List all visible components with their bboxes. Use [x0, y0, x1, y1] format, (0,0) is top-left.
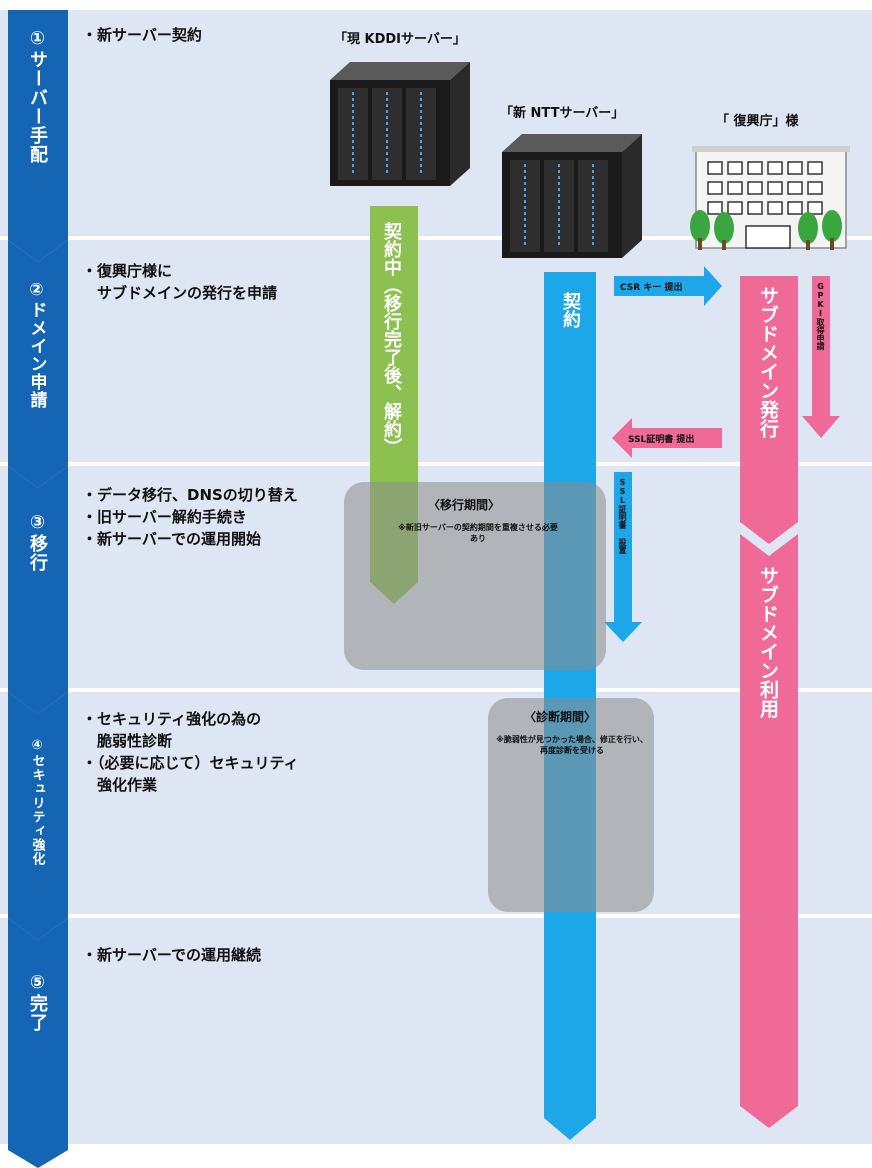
ssl-submit-arrow: [612, 418, 722, 458]
step-label-5: ⑤完了: [27, 972, 48, 1032]
building-icon: [690, 146, 850, 250]
subdomain-issue-text: サブドメイン発行: [757, 286, 779, 438]
migration-period-note: ※新旧サーバーの契約期間を重複させる必要あり: [398, 523, 558, 543]
ssl-submit-arrow-label: SSL証明書 提出: [628, 435, 695, 445]
step-label-4: ④セキュリティ強化: [29, 738, 45, 866]
step-chevron-1: [8, 10, 68, 262]
band-5: [0, 918, 872, 1144]
bullet: ・セキュリティ強化の為の: [82, 710, 262, 728]
step-chevron-2: [8, 240, 68, 488]
old-server-bar-text: 契約中（移行完了後、解約）: [381, 222, 402, 456]
new-server-bar-text: 契約: [560, 292, 581, 328]
bullet: サブドメインの発行を申請: [82, 284, 278, 302]
ssl-install-arrow: [604, 472, 642, 642]
step-chevron-4: [8, 692, 68, 940]
bullet: ・データ移行、DNSの切り替え: [82, 486, 298, 504]
diagnosis-period-title: 〈診断期間〉: [524, 710, 597, 724]
migration-period-box: [344, 482, 606, 670]
new-server-icon: [502, 134, 642, 258]
diagnosis-period-note: ※脆弱性が見つかった場合、修正を行い、再度診断を受ける: [496, 735, 648, 755]
bullet: 脆弱性診断: [82, 732, 173, 750]
band-4: [0, 692, 872, 914]
step-1-bullets: ・新サーバー契約: [82, 24, 202, 46]
step-4-bullets: ・セキュリティ強化の為の 脆弱性診断 ・（必要に応じて）セキュリティ 強化作業: [82, 708, 299, 796]
bullet: 強化作業: [82, 776, 158, 794]
bullet: ・新サーバー契約: [82, 26, 202, 44]
bullet: ・新サーバーでの運用継続: [82, 946, 261, 964]
step-3-bullets: ・データ移行、DNSの切り替え ・旧サーバー解約手続き ・新サーバーでの運用開始: [82, 484, 298, 550]
agency-label: 「 復興庁」様: [716, 114, 799, 129]
old-server-icon: [330, 62, 470, 186]
step-5-bullets: ・新サーバーでの運用継続: [82, 944, 261, 966]
subdomain-use-bar: [740, 534, 798, 1128]
ssl-install-arrow-label: SSL証明書 設置: [618, 478, 627, 554]
gpki-arrow-label: GPKI取得申請: [816, 282, 825, 350]
csr-arrow: [614, 266, 722, 306]
bullet: ・新サーバーでの運用開始: [82, 530, 261, 548]
bullet: ・復興庁様に: [82, 262, 173, 280]
subdomain-use-text: サブドメイン利用: [757, 566, 779, 718]
band-2: [0, 240, 872, 462]
bullet: ・旧サーバー解約手続き: [82, 508, 247, 526]
gpki-arrow: [802, 276, 840, 438]
step-chevron-5: [8, 918, 68, 1168]
step-label-2: ②ドメイン申請: [26, 280, 47, 409]
subdomain-issue-bar: [740, 276, 798, 544]
bullet: ・（必要に応じて）セキュリティ: [82, 754, 299, 772]
csr-arrow-label: CSR キー 提出: [620, 283, 683, 293]
new-server-label: 「新 NTTサーバー」: [500, 106, 625, 121]
step-chevron-3: [8, 466, 68, 714]
step-2-bullets: ・復興庁様に サブドメインの発行を申請: [82, 260, 277, 304]
step-label-1: ①サーバー手配: [27, 28, 48, 164]
old-server-label: 「現 KDDIサーバー」: [334, 32, 466, 47]
diagnosis-period-box: [488, 698, 654, 912]
migration-period-title: 〈移行期間〉: [428, 498, 501, 512]
step-label-3: ③移行: [27, 512, 48, 572]
